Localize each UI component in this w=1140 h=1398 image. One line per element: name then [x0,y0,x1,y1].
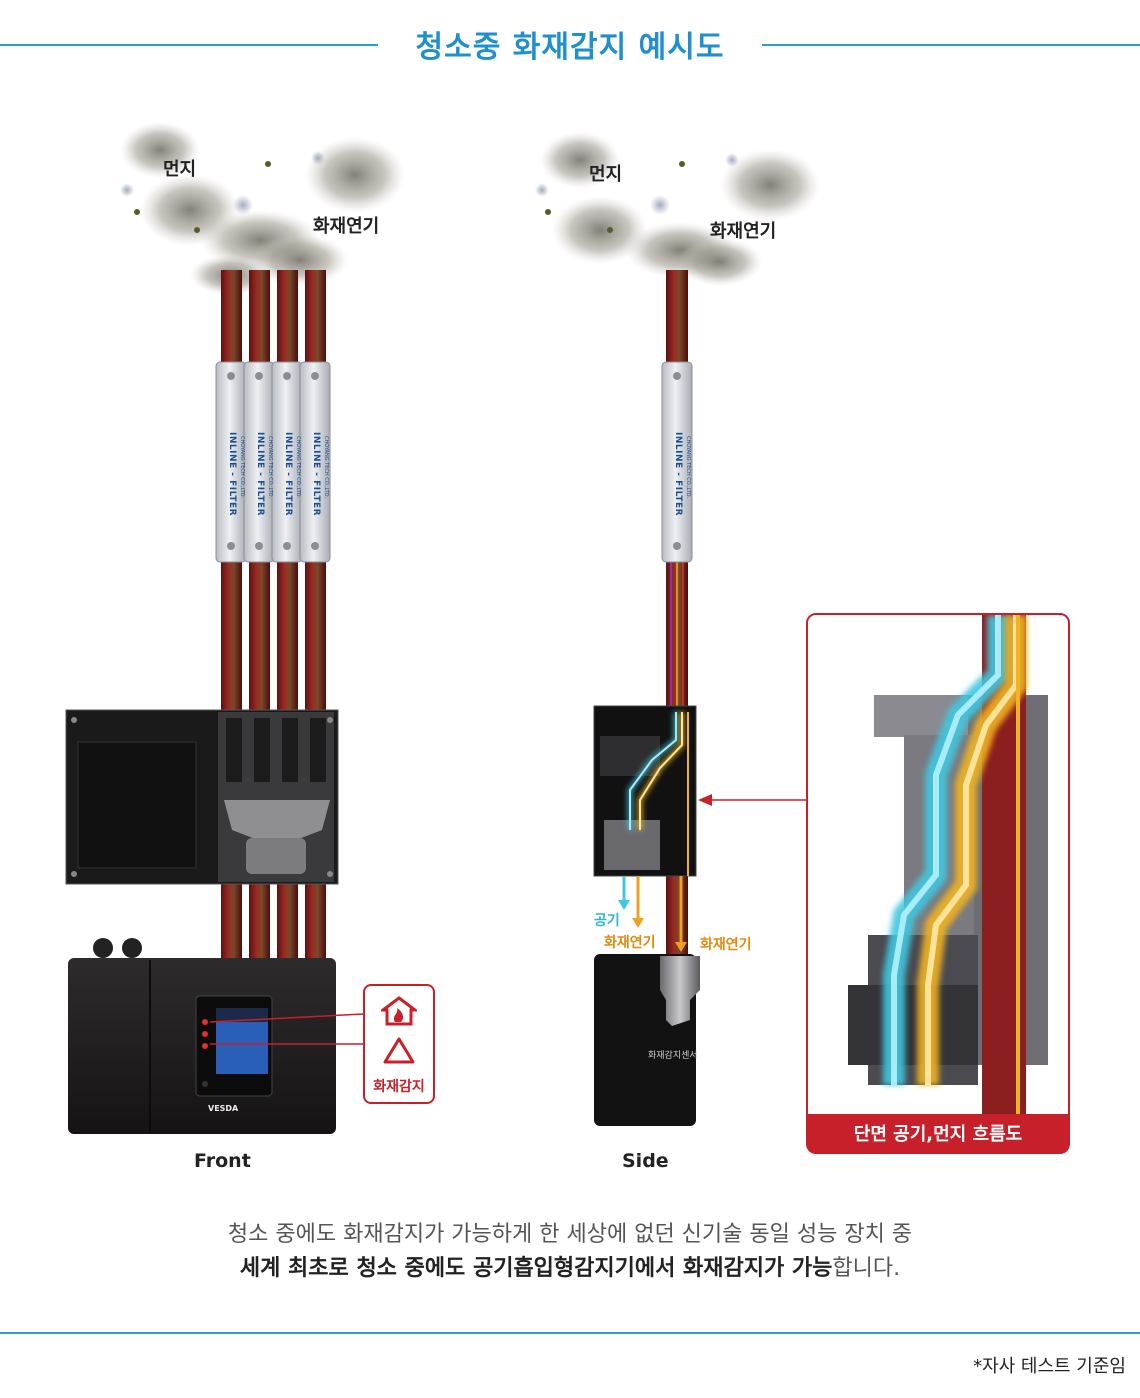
header-rule-right [762,44,1140,46]
side-caption: Side [622,1150,669,1172]
front-manifold-box [65,709,339,885]
side-smoke-cloud [535,132,820,286]
side-dust-label: 먼지 [589,164,623,185]
front-filter-sub-3: CHOYANG TECH CO.,LTD. [295,436,301,499]
front-inline-filters [215,361,331,563]
front-filter-sub-1: CHOYANG TECH CO.,LTD. [239,436,245,499]
front-filter-label-2: INLINE - FILTER [255,432,265,517]
front-filter-sub-2: CHOYANG TECH CO.,LTD. [267,436,273,499]
side-smoke-out-label: 화재연기 [604,935,656,951]
side-sensor-label: 화재감지센서 [648,1051,698,1061]
front-filter-sub-4: CHOYANG TECH CO.,LTD. [323,436,329,499]
description-line-1: 청소 중에도 화재감지가 가능하게 한 세상에 없던 신기술 동일 성능 장치 … [227,1222,913,1247]
cross-section-drawing [808,615,1068,1114]
header-rule-left [0,44,378,46]
front-filter-label-3: INLINE - FILTER [283,432,293,517]
footnote: *자사 테스트 기준임 [973,1356,1126,1377]
front-alarm-lines [209,1013,364,1045]
front-smoke-cloud [120,122,405,295]
fire-house-icon [381,996,417,1026]
vesda-brand: VESDA [208,1104,239,1113]
front-caption: Front [194,1150,251,1172]
fire-detect-label: 화재감지 [373,1079,425,1095]
page-title: 청소중 화재감지 예시도 [415,30,725,65]
side-manifold-box [593,705,697,877]
side-flow-arrows [618,876,687,952]
side-filter-sub: CHOYANG TECH CO.,LTD. [685,436,691,499]
side-inline-filter [661,361,693,563]
cross-section-panel [806,613,1070,1116]
warning-triangle-icon [383,1037,415,1064]
front-smoke-label: 화재연기 [313,216,380,237]
cross-section-label: 단면 공기,먼지 흐름도 [806,1116,1070,1154]
side-detector [594,954,700,1126]
front-dust-label: 먼지 [163,159,197,180]
side-smoke-main-label: 화재연기 [700,937,752,953]
fire-alarm-callout: 화재감지 [363,984,435,1104]
front-filter-label-4: INLINE - FILTER [311,432,321,517]
front-vesda-detector [68,938,336,1134]
description-line-2-tail: 합니다. [832,1256,901,1281]
footer-rule [0,1332,1140,1334]
side-air-label: 공기 [594,913,620,929]
cross-section-pointer [698,794,806,806]
side-filter-label: INLINE - FILTER [673,432,683,517]
description-line-2-bold: 세계 최초로 청소 중에도 공기흡입형감지기에서 화재감지가 가능 [239,1256,833,1281]
description-line-2: 세계 최초로 청소 중에도 공기흡입형감지기에서 화재감지가 가능합니다. [0,1250,1140,1282]
side-smoke-label: 화재연기 [710,221,777,242]
front-filter-label-1: INLINE - FILTER [227,432,237,517]
